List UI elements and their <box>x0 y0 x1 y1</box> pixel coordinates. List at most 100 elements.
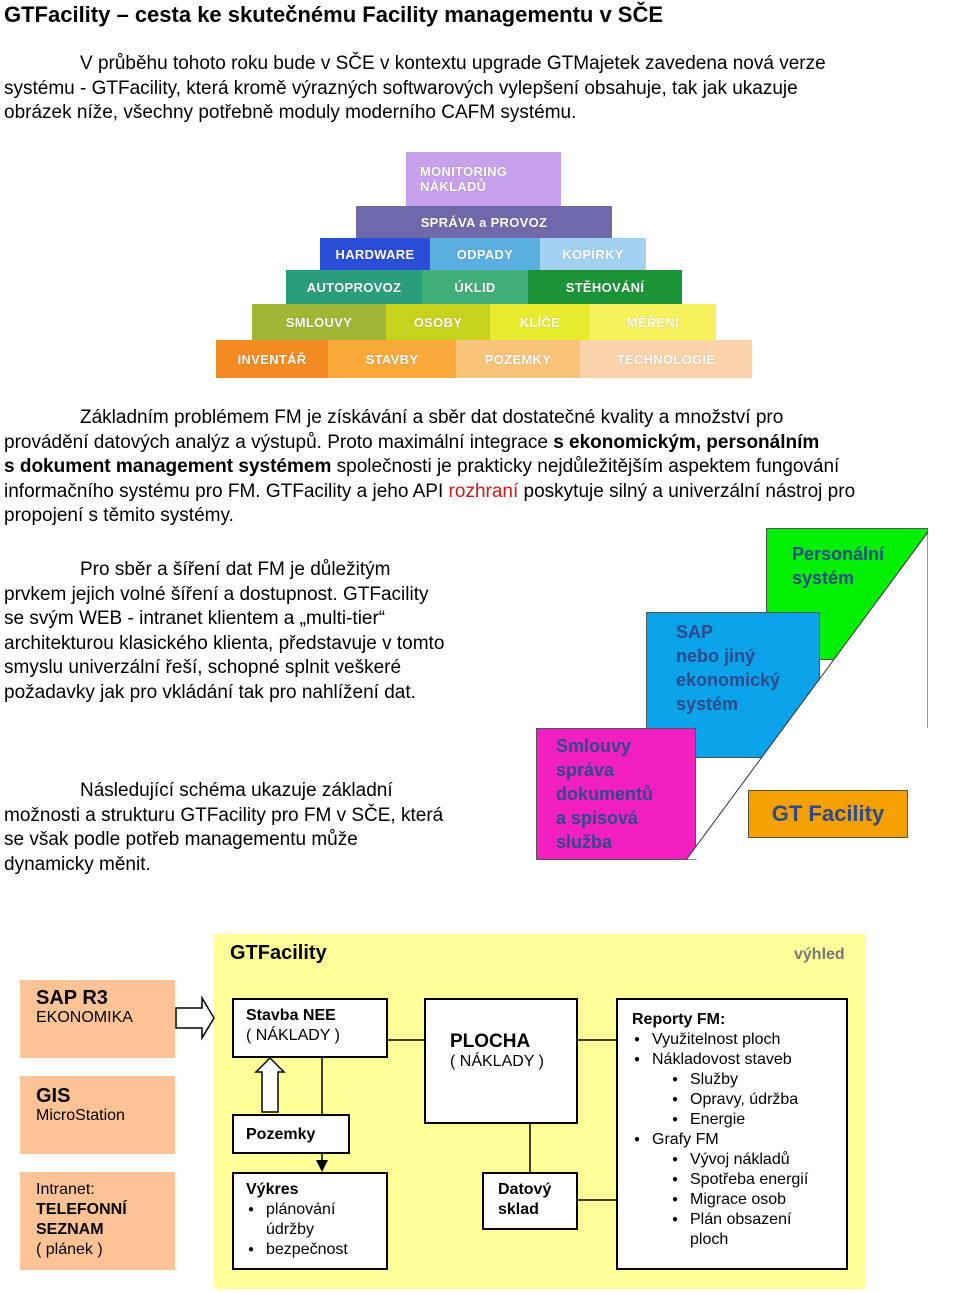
pyramid-autoprovoz: AUTOPROVOZ <box>286 270 422 304</box>
reporty-sublist: Služby Opravy, údržba Energie <box>632 1070 832 1130</box>
list-item: Služby <box>632 1070 832 1090</box>
intranet-box: Intranet: TELEFONNÍ SEZNAM ( plánek ) <box>20 1172 175 1270</box>
pyramid-stehovani: STĚHOVÁNÍ <box>528 270 682 304</box>
vykres-arrowhead-icon <box>316 1160 328 1172</box>
sap-system-label: SAP nebo jiný ekonomický systém <box>676 620 780 716</box>
label-line: a spisová <box>556 808 639 828</box>
stavba-subtitle: ( NÁKLADY ) <box>246 1027 340 1044</box>
list-item: Nákladovost staveb <box>632 1050 832 1070</box>
list-item: Vývoj nákladů <box>632 1150 832 1170</box>
para-line: Pro sběr a šíření dat FM je důležitým <box>80 559 391 580</box>
datovy-sklad-box: Datový sklad <box>482 1172 578 1230</box>
intro-line: obrázek níže, všechny potřebně moduly mo… <box>4 102 577 123</box>
para-bold-text: s dokument management systémem <box>4 456 332 477</box>
label-line: systém <box>676 694 739 714</box>
vykres-title: Výkres <box>246 1181 299 1198</box>
reporty-title: Reporty FM: <box>632 1011 726 1028</box>
plocha-box: PLOCHA ( NÁKLADY ) <box>424 998 578 1124</box>
intro-paragraph: V průběhu tohoto roku bude v SČE v konte… <box>4 52 956 126</box>
list-item: Energie <box>632 1110 832 1130</box>
list-item: Plán obsazení ploch <box>632 1210 832 1250</box>
sap-r3-title: SAP R3 <box>36 987 108 1009</box>
list-item: Grafy FM <box>632 1130 832 1150</box>
para-line: informačního systému pro FM. GTFacility … <box>4 480 960 505</box>
reporty-sublist: Vývoj nákladů Spotřeba energií Migrace o… <box>632 1150 832 1250</box>
label-line: služba <box>556 832 613 852</box>
pyramid-inventar: INVENTÁŘ <box>216 340 328 378</box>
dms-system-label: Smlouvy správa dokumentů a spisová služb… <box>556 734 653 854</box>
pozemky-box: Pozemky <box>232 1114 350 1154</box>
gis-box: GIS MicroStation <box>20 1076 175 1154</box>
label-line: ekonomický <box>676 670 781 690</box>
label-line: nebo jiný <box>676 646 756 666</box>
pyramid-label: NÁKLADŮ <box>420 179 487 194</box>
sap-r3-box: SAP R3 EKONOMIKA <box>20 980 175 1058</box>
stavba-title: Stavba NEE <box>246 1007 336 1024</box>
label-line: SAP <box>676 622 714 642</box>
para-bold-text: s ekonomickým, personálním <box>553 431 820 453</box>
para-text: společnosti je prakticky nejdůležitějším… <box>331 456 840 477</box>
pyramid-technologie: TECHNOLOGIE <box>580 340 752 378</box>
gtfacility-panel-title: GTFacility <box>230 942 327 964</box>
gis-title: GIS <box>36 1085 71 1107</box>
intro-line: V průběhu tohoto roku bude v SČE v konte… <box>80 53 826 74</box>
integration-systems-figure: GT Facility Personální systém SAP nebo j… <box>536 528 928 860</box>
pyramid-mereni: MĚŘENÍ <box>590 304 716 340</box>
para-text: informačního systému pro FM. GTFacility … <box>4 480 449 502</box>
para-line: provádění datových analýz a výstupů. Pro… <box>4 431 960 456</box>
para-line: se svým WEB - intranet klientem a „multi… <box>4 608 386 629</box>
reporty-list: Využitelnost ploch Nákladovost staveb <box>632 1030 832 1070</box>
vykres-box: Výkres plánování údržby bezpečnost <box>232 1172 388 1270</box>
para-line: Následující schéma ukazuje základní <box>80 780 393 801</box>
vyhled-label: výhled <box>794 946 845 963</box>
label-line: Smlouvy <box>556 736 632 756</box>
label-line: dokumentů <box>556 784 653 804</box>
pyramid-smlouvy: SMLOUVY <box>252 304 386 340</box>
intranet-line: ( plánek ) <box>36 1241 103 1258</box>
gis-subtitle: MicroStation <box>36 1107 125 1124</box>
stavba-nee-box: Stavba NEE ( NÁKLADY ) <box>232 998 388 1058</box>
para-line: prvkem jejich volné šíření a dostupnost.… <box>4 583 429 605</box>
datovy-line: sklad <box>498 1201 539 1218</box>
list-item: plánování <box>246 1200 374 1220</box>
intranet-line: TELEFONNÍ <box>36 1201 127 1218</box>
intranet-line: SEZNAM <box>36 1221 104 1238</box>
reporty-list: Grafy FM <box>632 1130 832 1150</box>
para-line: smyslu univerzální řeší, schopné splnit … <box>4 657 402 678</box>
label-line: Personální <box>792 544 885 564</box>
para-text: provádění datových analýz a výstupů. Pro… <box>4 431 554 453</box>
sap-r3-subtitle: EKONOMIKA <box>36 1009 133 1026</box>
list-item: Spotřeba energií <box>632 1170 832 1190</box>
integration-paragraph: Základním problémem FM je získávání a sb… <box>4 406 960 529</box>
schema-paragraph: Následující schéma ukazuje základní možn… <box>4 779 524 877</box>
pyramid-odpady: ODPADY <box>430 238 540 270</box>
pyramid-uklid: ÚKLID <box>422 270 528 304</box>
pyramid-label: MONITORING <box>420 164 508 179</box>
para-line: s dokument management systémem společnos… <box>4 455 960 480</box>
pyramid-stavby: STAVBY <box>328 340 456 378</box>
pyramid-kopirky: KOPÍRKY <box>540 238 646 270</box>
plocha-subtitle: ( NÁKLADY ) <box>450 1053 544 1070</box>
pyramid-osoby: OSOBY <box>386 304 490 340</box>
dms-system-box <box>536 728 696 860</box>
para-line: dynamicky měnit. <box>4 853 151 875</box>
reporty-fm-box: Reporty FM: Využitelnost ploch Nákladovo… <box>616 998 848 1270</box>
pozemky-up-arrow-icon <box>254 1056 286 1113</box>
para-line: možnosti a strukturu GTFacility pro FM v… <box>4 804 444 826</box>
vykres-list: plánování údržby bezpečnost <box>246 1200 374 1260</box>
web-client-paragraph: Pro sběr a šíření dat FM je důležitým pr… <box>4 558 524 705</box>
intranet-line: Intranet: <box>36 1181 95 1198</box>
label-line: systém <box>792 568 855 588</box>
para-line: požadavky jak pro vkládání tak pro nahlí… <box>4 681 416 703</box>
sap-arrow-icon <box>175 995 215 1041</box>
gt-facility-box: GT Facility <box>748 790 908 838</box>
para-line: Základním problémem FM je získávání a sb… <box>80 407 784 428</box>
personal-system-label: Personální systém <box>792 542 884 590</box>
list-item: Opravy, údržba <box>632 1090 832 1110</box>
pyramid-klice: KLÍČE <box>490 304 590 340</box>
para-line: architekturou klasického klienta, předst… <box>4 632 445 654</box>
list-item: Využitelnost ploch <box>632 1030 832 1050</box>
datovy-line: Datový <box>498 1181 552 1198</box>
intro-line: systému - GTFacility, která kromě výrazn… <box>4 77 798 99</box>
